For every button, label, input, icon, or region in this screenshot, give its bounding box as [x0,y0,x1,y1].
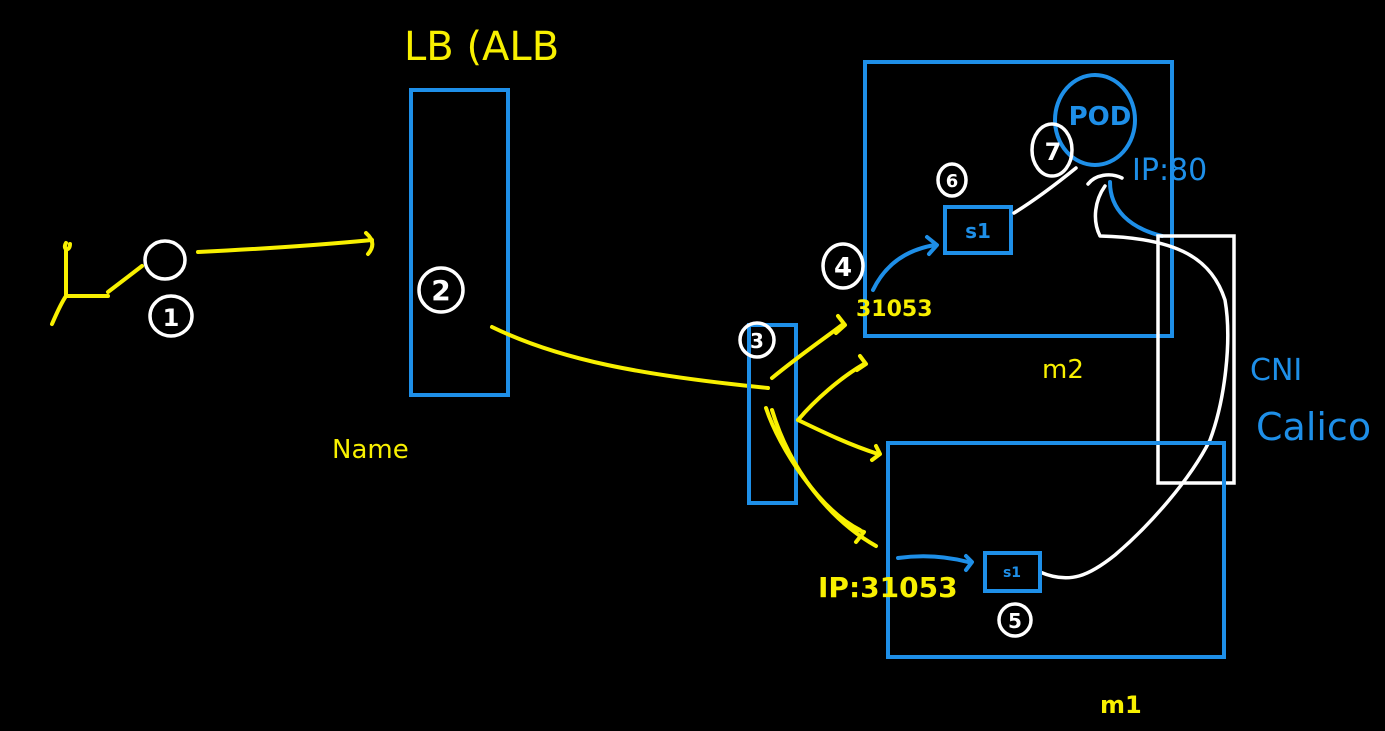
ip-31053-label: IP:31053 [818,571,958,604]
s1-to-pod-line [1012,166,1078,215]
user-to-lb-arrow [196,231,375,256]
step-1-marker: 1 [143,239,194,338]
node-m2-box[interactable] [863,60,1174,338]
port-31053-label: 31053 [856,297,933,322]
node-m2-label: m2 [1042,355,1084,385]
step-5-label: 5 [1008,609,1022,633]
step-6-marker: 6 [936,162,968,198]
cni-box[interactable] [1156,234,1236,485]
user-icon [50,241,144,326]
step-6-label: 6 [946,171,959,192]
pod-port-80-label: IP:80 [1132,153,1207,188]
lb-to-service-line [490,325,770,390]
step-7-marker: 7 [1030,122,1074,178]
s1-box-top[interactable] [943,205,1013,255]
service-fanout-arrows [764,314,882,548]
nodeport-to-s1-arrow [871,235,939,292]
step-7-label: 7 [1045,138,1062,166]
step-3-label: 3 [750,329,764,353]
s1-top-label: s1 [965,219,991,243]
pod-label: POD [1069,102,1132,132]
s1-bottom-label: s1 [1003,565,1021,581]
step-3-marker: 3 [738,321,776,359]
node-m1-box[interactable] [886,441,1226,659]
step-4-marker: 4 [821,242,865,290]
step-5-marker: 5 [997,602,1033,638]
step-1-label: 1 [163,304,180,332]
lb-alb-label: LB (ALB [404,24,559,70]
step-2-marker: 2 [417,266,465,314]
s1-box-bottom[interactable] [983,551,1042,593]
node-m1-label: m1 [1100,691,1142,719]
service-box[interactable] [747,323,798,505]
name-label: Name [332,435,409,465]
cni-route-hook [1086,173,1124,186]
pod-circle[interactable] [1053,73,1137,167]
calico-label: Calico [1256,405,1371,449]
cni-label: CNI [1250,353,1302,388]
step-2-label: 2 [431,274,450,307]
pod-port-hook [1108,180,1164,238]
load-balancer-box[interactable] [409,88,510,397]
step-4-label: 4 [834,253,852,283]
nodeport-to-s1-bottom-arrow [896,554,974,572]
cni-route-line [1038,184,1230,580]
